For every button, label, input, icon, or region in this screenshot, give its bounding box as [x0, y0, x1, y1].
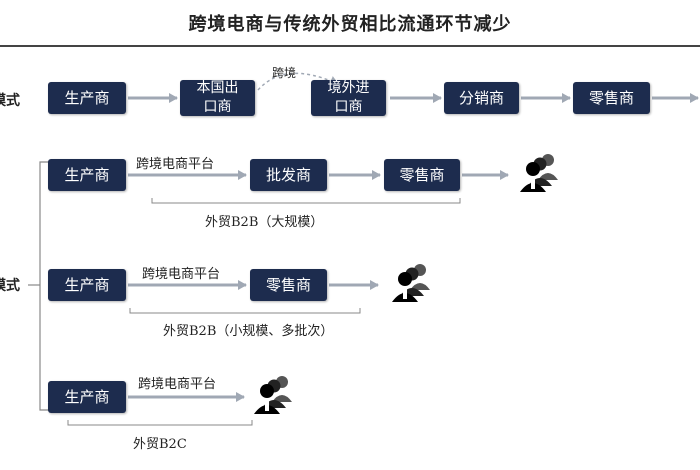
row1-producer-box: 生产商: [48, 82, 126, 114]
row1-exporter-box: 本国出口商: [180, 80, 255, 116]
traditional-mode-label: 模式: [0, 93, 20, 109]
row1-distributor-box: 分销商: [444, 82, 519, 114]
row2-platform-label: 跨境电商平台: [136, 157, 215, 172]
consumers-icon: [520, 154, 558, 192]
title-divider: [0, 45, 700, 47]
row3-platform-label: 跨境电商平台: [142, 267, 221, 282]
consumers-icon: [392, 264, 430, 302]
crossborder-bracket: [39, 161, 50, 411]
row2-caption: 外贸B2B（大规模）: [205, 215, 324, 230]
row4-platform-label: 跨境电商平台: [138, 377, 217, 392]
row2-producer-box: 生产商: [48, 159, 126, 191]
bracket-r4: [67, 420, 253, 426]
row1-importer-box: 境外进口商: [311, 80, 386, 116]
row1-retailer-box: 零售商: [573, 82, 650, 114]
consumers-icon: [254, 376, 292, 414]
arc-cross-border: [257, 72, 339, 91]
row3-caption: 外贸B2B（小规模、多批次）: [163, 324, 334, 339]
row2-wholesaler-box: 批发商: [250, 159, 327, 191]
row3-producer-box: 生产商: [48, 269, 126, 301]
crossborder-mode-label: 模式: [0, 278, 20, 294]
bracket-r3: [129, 308, 361, 314]
diagram-title: 跨境电商与传统外贸相比流通环节减少: [188, 14, 512, 35]
bracket-r2: [151, 198, 461, 204]
row4-producer-box: 生产商: [48, 381, 126, 413]
row2-retailer-box: 零售商: [384, 159, 460, 191]
row3-retailer-box: 零售商: [250, 269, 327, 301]
row4-caption: 外贸B2C: [133, 437, 187, 452]
cross-border-label: 跨境: [272, 66, 297, 80]
